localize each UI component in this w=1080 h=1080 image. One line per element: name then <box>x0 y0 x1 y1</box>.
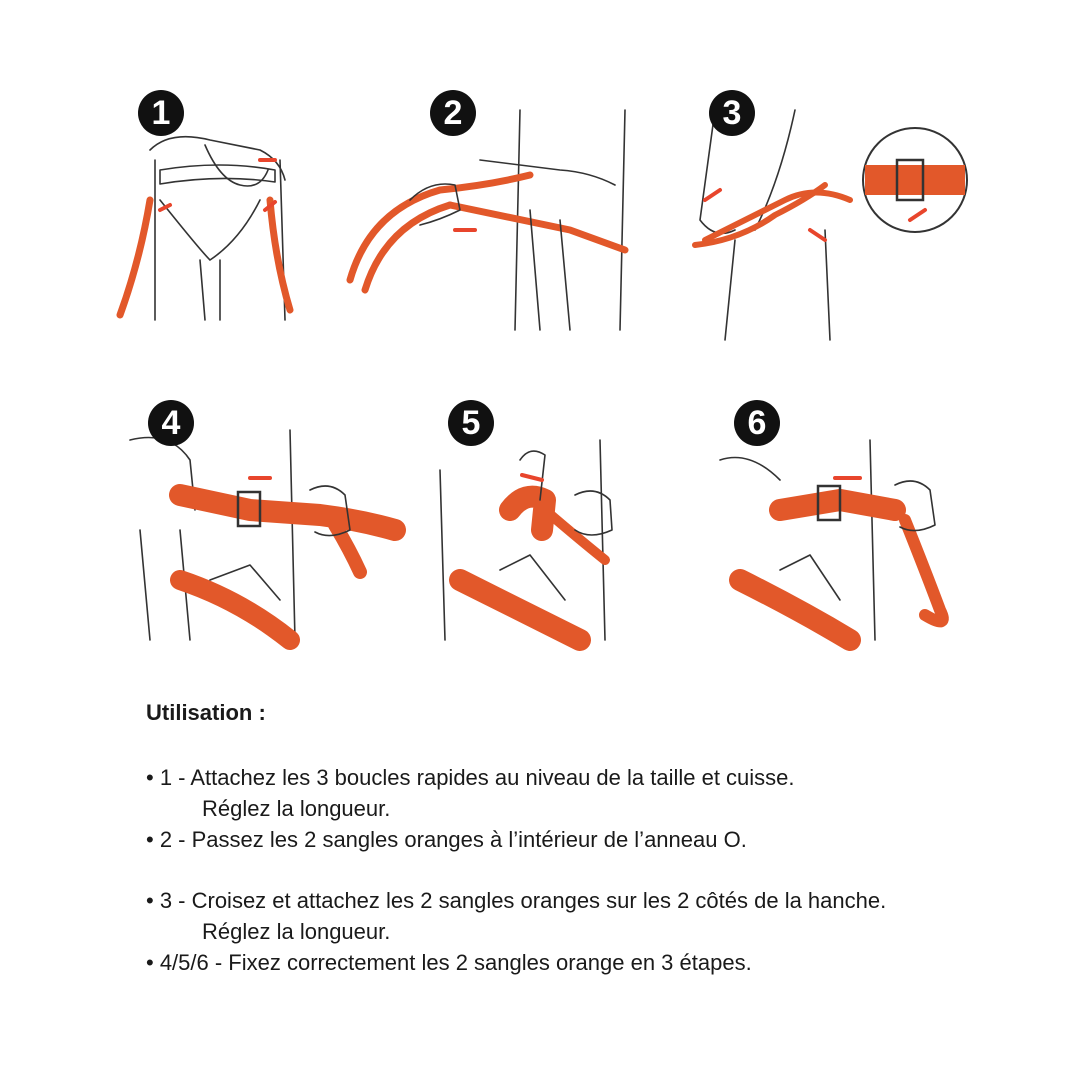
usage-instructions: Utilisation : • 1 - Attachez les 3 boucl… <box>146 700 1026 978</box>
step-1-badge: 1 <box>138 90 184 136</box>
instruction-2-line-1: • 2 - Passez les 2 sangles oranges à l’i… <box>146 827 747 852</box>
step-3-badge: 3 <box>709 90 755 136</box>
instruction-4-line-1: • 4/5/6 - Fixez correctement les 2 sangl… <box>146 950 752 975</box>
instruction-1-line-2: Réglez la longueur. <box>146 793 1026 824</box>
step-6-illustration: 6 <box>710 400 1010 660</box>
step-4-badge: 4 <box>148 400 194 446</box>
step-2-drawing <box>330 90 630 350</box>
step-6-badge: 6 <box>734 400 780 446</box>
instruction-item-4: • 4/5/6 - Fixez correctement les 2 sangl… <box>146 947 1026 978</box>
instruction-1-line-1: • 1 - Attachez les 3 boucles rapides au … <box>146 765 795 790</box>
step-5-illustration: 5 <box>430 400 730 660</box>
instruction-item-1: • 1 - Attachez les 3 boucles rapides au … <box>146 762 1026 824</box>
instruction-3-line-1: • 3 - Croisez et attachez les 2 sangles … <box>146 888 886 913</box>
instruction-item-2: • 2 - Passez les 2 sangles oranges à l’i… <box>146 824 1026 855</box>
step-5-badge: 5 <box>448 400 494 446</box>
step-4-illustration: 4 <box>120 400 420 660</box>
step-2-illustration: 2 <box>330 90 630 350</box>
instruction-3-line-2: Réglez la longueur. <box>146 916 1026 947</box>
instructions-title: Utilisation : <box>146 700 1026 726</box>
step-3-illustration: 3 <box>685 90 985 350</box>
instruction-item-3: • 3 - Croisez et attachez les 2 sangles … <box>146 885 1026 947</box>
step-2-badge: 2 <box>430 90 476 136</box>
